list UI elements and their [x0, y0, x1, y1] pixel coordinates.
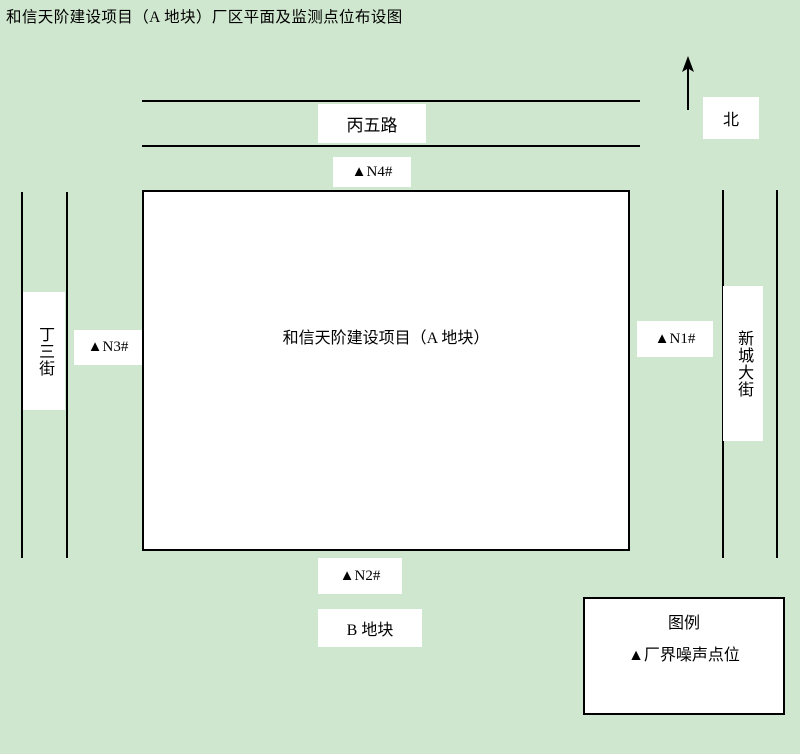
- monitoring-point-n1: ▲N1#: [637, 321, 713, 357]
- street-label-dingsan: 丁三街: [23, 292, 65, 410]
- plot-label-b: B 地块: [318, 609, 422, 647]
- monitoring-point-n4: ▲N4#: [333, 157, 411, 187]
- street-right-edge-east: [776, 190, 778, 558]
- legend-title: 图例: [667, 615, 700, 632]
- north-label: 北: [703, 97, 759, 139]
- plot-boundary-a: 和信天阶建设项目（A 地块）: [142, 190, 630, 551]
- page-title: 和信天阶建设项目（A 地块）厂区平面及监测点位布设图: [6, 9, 403, 26]
- road-label-bingwu: 丙五路: [318, 104, 426, 143]
- road-top-edge-south: [142, 145, 640, 147]
- street-left-edge-east: [66, 192, 68, 558]
- street-label-xinchengdajie: 新城大街: [723, 286, 763, 441]
- plot-label-a: 和信天阶建设项目（A 地块）: [282, 330, 490, 347]
- street-left-edge-west: [21, 192, 23, 558]
- north-arrow-icon: [679, 56, 697, 110]
- monitoring-point-n2: ▲N2#: [318, 558, 402, 594]
- legend-entry-noise-point: ▲厂界噪声点位: [628, 647, 740, 664]
- road-top-edge-north: [142, 100, 640, 102]
- legend-box: 图例 ▲厂界噪声点位: [583, 597, 785, 715]
- monitoring-point-n3: ▲N3#: [74, 330, 142, 365]
